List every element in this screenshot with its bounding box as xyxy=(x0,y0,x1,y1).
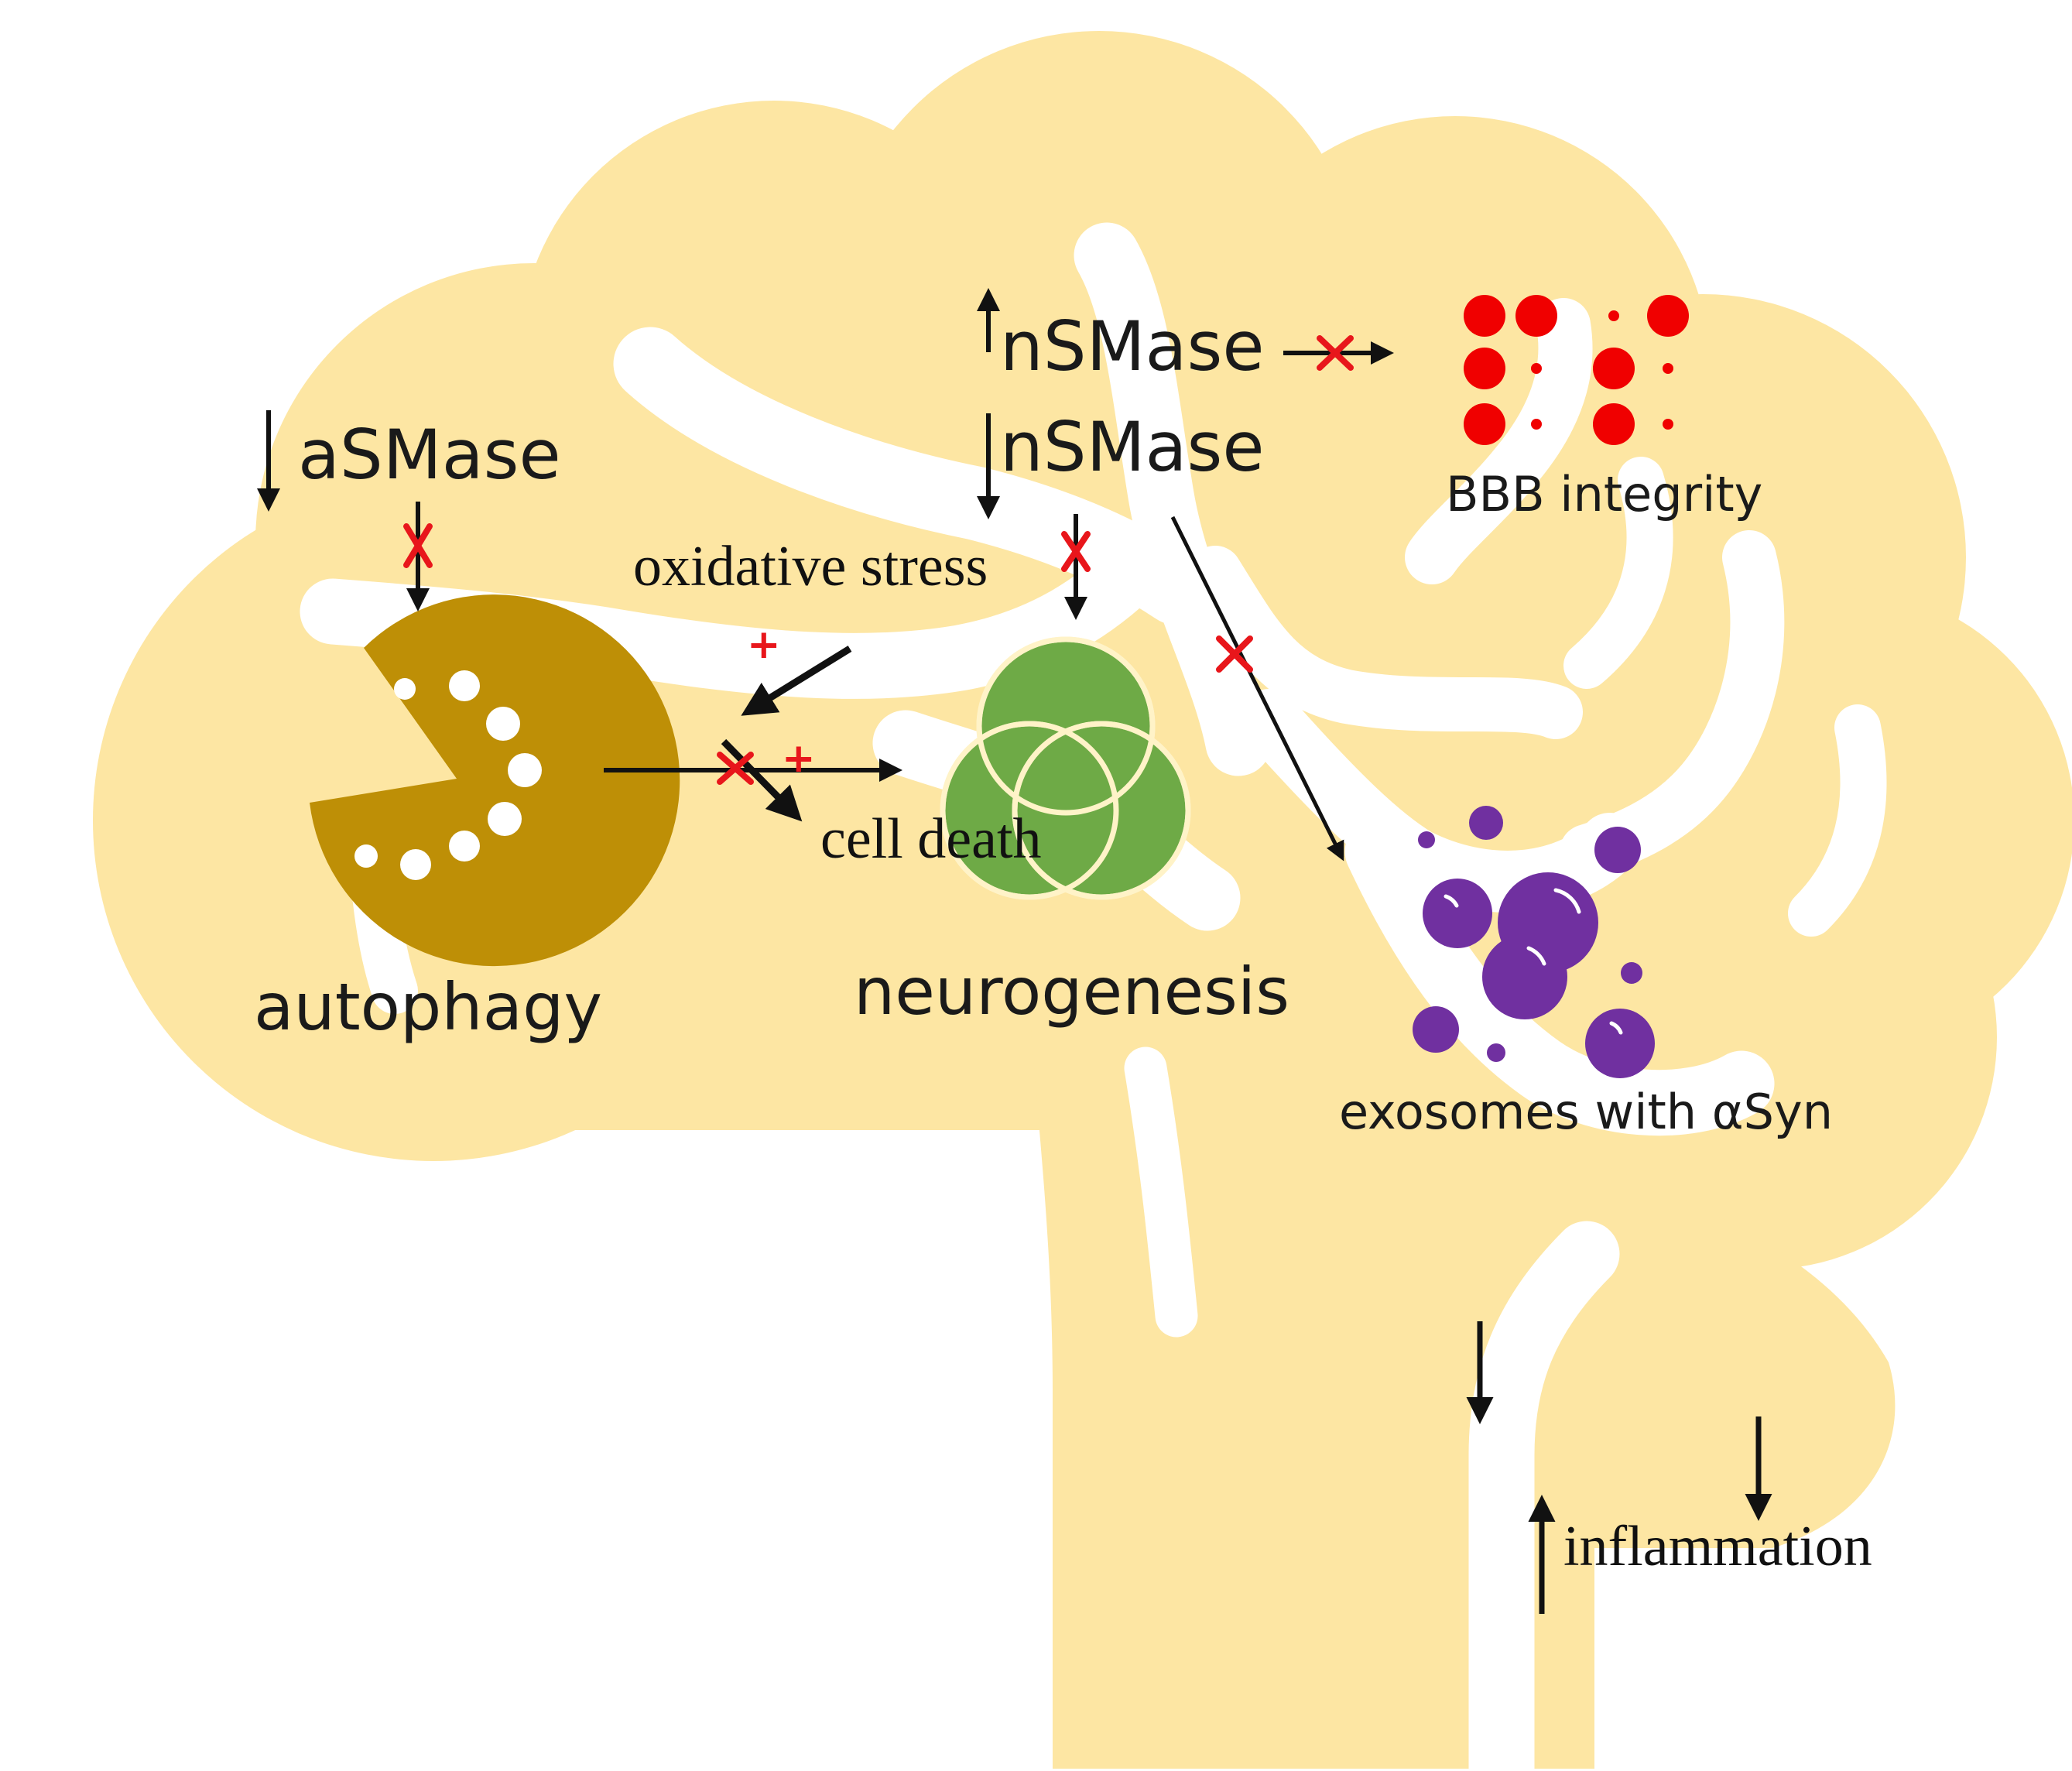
autophagy-pacman-vesicle-icon xyxy=(310,594,680,967)
bbb-integrity-label: BBB integrity xyxy=(1446,466,1762,522)
cross-autophagy-neuro xyxy=(717,752,754,785)
cross-nsmase-neuro xyxy=(1061,531,1091,572)
cross-nsmase-exosome xyxy=(1216,635,1253,673)
cell-death-label: cell death xyxy=(820,807,1042,871)
nsmase-to-exosomes-arrow xyxy=(1170,516,1344,862)
asmase-label: aSMase xyxy=(298,415,561,495)
cross-nsmase-bbb xyxy=(1317,335,1354,371)
autophagy-vesicles xyxy=(354,670,542,880)
neurogenesis-label: neurogenesis xyxy=(854,954,1289,1029)
brain-sulci xyxy=(300,222,1887,1771)
autophagy-label: autophagy xyxy=(254,969,602,1045)
neurogenesis-three-cell-cluster-icon xyxy=(940,636,1191,900)
inhibition-marks xyxy=(403,335,1354,785)
to-cell-death-arrow xyxy=(721,738,803,822)
cross-asmase xyxy=(403,523,433,568)
inflammation-label: inflammation xyxy=(1563,1515,1872,1578)
plus-sign-oxidative: + xyxy=(747,622,781,668)
oxidative-to-autophagy-arrow xyxy=(741,646,852,716)
exosomes-label: exosomes with αSyn xyxy=(1339,1084,1833,1140)
bbb-integrity-dots-icon xyxy=(1464,295,1689,445)
oxidative-stress-label: oxidative stress xyxy=(633,535,988,598)
exosome-highlights xyxy=(1444,888,1623,1035)
arrows xyxy=(257,288,1772,1614)
exosome-bubbles-icon xyxy=(1413,806,1655,1078)
plus-sign-cell-death: + xyxy=(782,735,816,782)
nsmase-up-label: nSMase xyxy=(1000,307,1264,386)
nsmase-down-label: nSMase xyxy=(1000,407,1264,487)
